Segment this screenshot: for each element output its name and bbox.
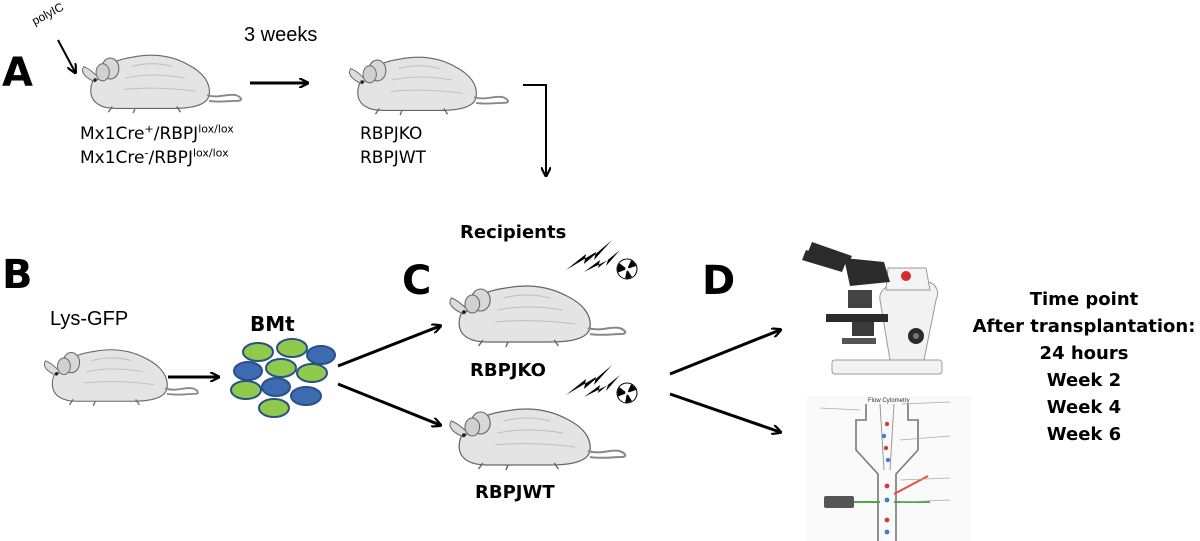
time-label: 3 weeks — [244, 24, 318, 46]
mouse-icon — [348, 56, 509, 117]
recipient-wt-label: RBPJWT — [475, 482, 555, 503]
bone-marrow-cells — [230, 338, 336, 418]
timepoint-item: 24 hours — [1039, 343, 1129, 364]
panel-label-d: D — [702, 258, 736, 304]
arrows-bmt-to-recipients — [337, 326, 440, 425]
timepoint-item: Week 4 — [1046, 397, 1122, 418]
timepoint-heading: Time point — [1029, 289, 1139, 310]
result-wt: RBPJWT — [360, 148, 426, 168]
result-ko: RBPJKO — [360, 124, 423, 144]
lightning-icon — [566, 240, 620, 272]
timepoint-item: Week 2 — [1046, 370, 1122, 391]
flow-cytometry-title: Flow Cytometry — [868, 398, 910, 404]
mouse-icon — [81, 54, 242, 115]
connector-arrow — [523, 84, 546, 175]
panel-label-a: A — [2, 50, 33, 96]
recipients-title: Recipients — [460, 222, 567, 243]
arrows-c-to-analysis — [669, 330, 780, 432]
radiation-icon — [616, 382, 638, 404]
mouse-icon — [448, 408, 627, 472]
panel-label-b: B — [2, 252, 33, 298]
transplant-label: BMt — [250, 312, 295, 336]
flow-cytometer-icon — [807, 396, 971, 541]
timepoint-list: Time point After transplantation: 24 hou… — [968, 286, 1200, 448]
microscope-icon — [802, 242, 943, 375]
timepoint-item: Week 6 — [1046, 424, 1122, 445]
mouse-icon — [448, 285, 627, 349]
genotype-2: Mx1Cre-/RBPJlox/lox — [80, 146, 229, 168]
polyic-arrow — [57, 39, 75, 72]
radiation-icon — [616, 258, 638, 280]
genotype-1: Mx1Cre+/RBPJlox/lox — [80, 122, 234, 144]
lightning-icon — [566, 365, 620, 397]
timepoint-subheading: After transplantation: — [972, 316, 1196, 337]
donor-label: Lys-GFP — [50, 308, 129, 330]
panel-label-c: C — [402, 258, 432, 304]
recipient-ko-label: RBPJKO — [470, 360, 546, 381]
